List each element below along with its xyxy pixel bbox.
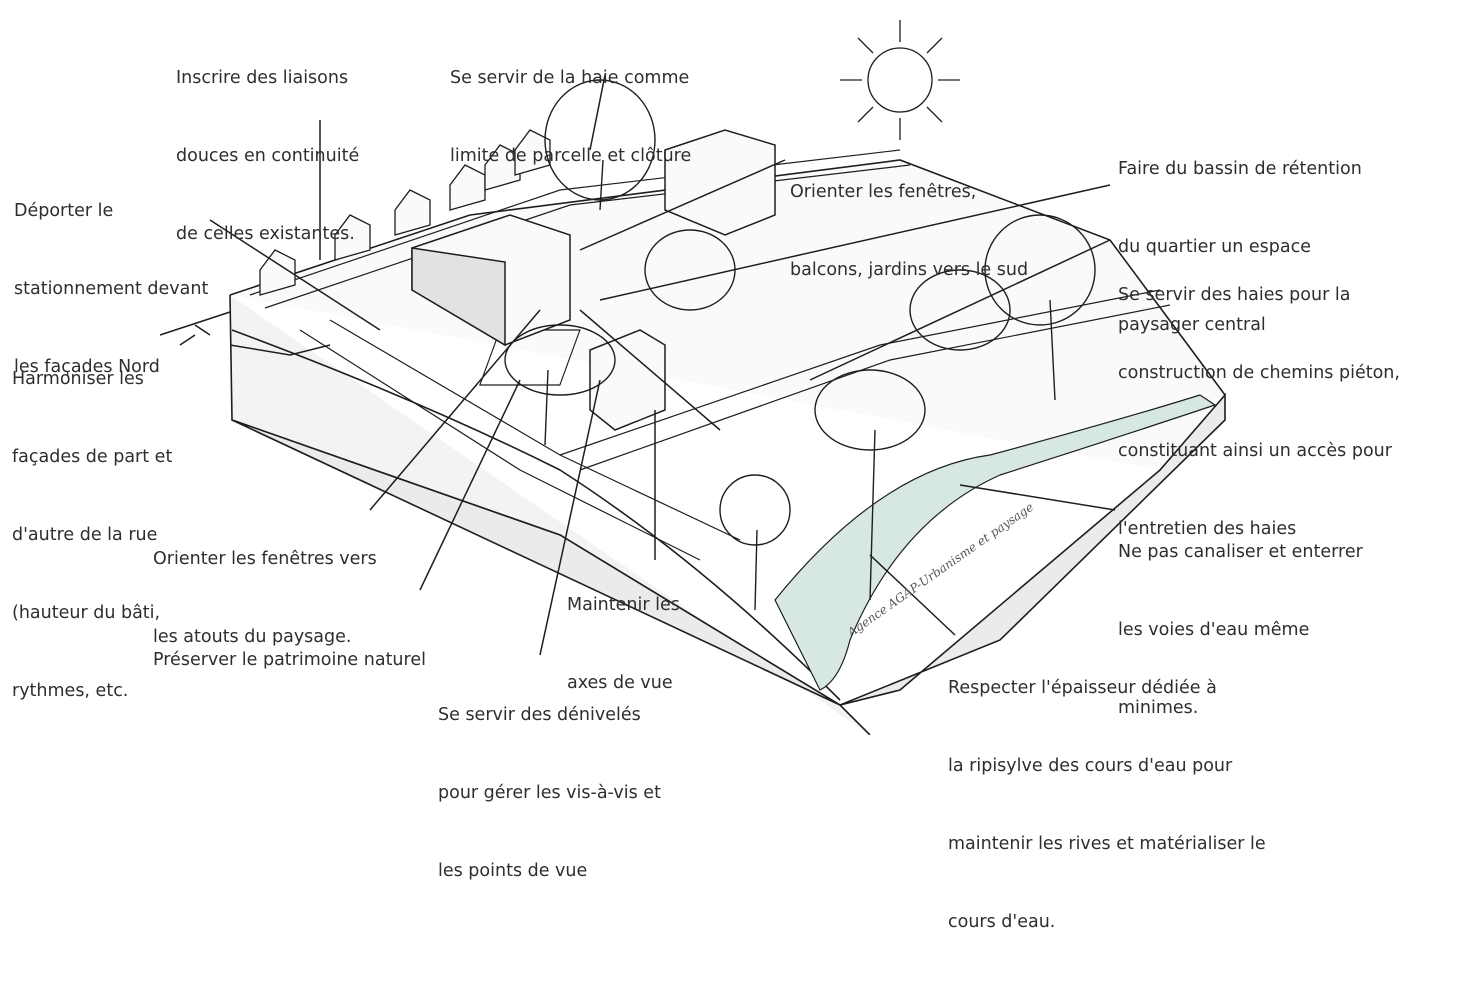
annotation-line: minimes.	[1118, 698, 1199, 718]
river	[774, 394, 1217, 691]
annotation-bassin: Faire du bassin de rétention du quartier…	[1118, 104, 1362, 390]
annotation-line: Ne pas canaliser et enterrer	[1118, 542, 1363, 562]
landscape-illustration	[159, 20, 1226, 735]
annotation-line: la ripisylve des cours d'eau pour	[948, 756, 1233, 776]
annotation-line: Maintenir les	[567, 595, 680, 615]
annotation-line: rythmes, etc.	[12, 681, 129, 701]
annotation-line: Harmoniser les	[12, 369, 144, 389]
annotation-line: limite de parcelle et clôture	[450, 146, 692, 166]
annotation-liaisons: Inscrire des liaisons douces en continui…	[176, 13, 359, 299]
roads	[249, 149, 1171, 561]
annotation-fenetres-atouts: Orienter les fenêtres vers les atouts du…	[153, 494, 377, 702]
annotation-line: Respecter l'épaisseur dédiée à	[948, 678, 1217, 698]
annotation-line: les atouts du paysage.	[153, 627, 352, 647]
annotation-line: axes de vue	[567, 673, 673, 693]
annotation-line: Se servir des dénivelés	[438, 705, 641, 725]
annotation-axes-vue: Maintenir les axes de vue	[567, 540, 680, 748]
annotation-line: du quartier un espace	[1118, 237, 1311, 257]
annotation-ripisylve: Respecter l'épaisseur dédiée à la ripisy…	[948, 623, 1266, 987]
annotation-line: Orienter les fenêtres vers	[153, 549, 377, 569]
sun	[840, 20, 960, 140]
annotation-haie-limite: Se servir de la haie comme limite de par…	[450, 13, 691, 221]
annotation-line: pour gérer les vis-à-vis et	[438, 783, 661, 803]
annotation-line: de celles existantes.	[176, 224, 355, 244]
annotation-line: d'autre de la rue	[12, 525, 158, 545]
annotation-line: façades de part et	[12, 447, 173, 467]
annotation-line: l'entretien des haies	[1118, 519, 1297, 539]
trees	[504, 79, 1096, 611]
buildings	[411, 129, 776, 431]
annotation-facades: Harmoniser les façades de part et d'autr…	[12, 314, 172, 756]
annotation-fenetres-sud: Orienter les fenêtres, balcons, jardins …	[790, 127, 1028, 335]
annotation-line: Se servir de la haie comme	[450, 68, 690, 88]
annotation-stationnement: Déporter le stationnement devant les faç…	[14, 146, 208, 432]
annotation-line: les façades Nord	[14, 357, 160, 377]
houses-row	[259, 129, 551, 296]
annotation-line: les points de vue	[438, 861, 588, 881]
annotation-line: Orienter les fenêtres,	[790, 182, 977, 202]
annotation-line: Inscrire des liaisons	[176, 68, 349, 88]
annotation-line: maintenir les rives et matérialiser le	[948, 834, 1266, 854]
annotation-line: douces en continuité	[176, 146, 360, 166]
annotation-patrimoine: Préserver le patrimoine naturel	[153, 595, 426, 725]
annotation-line: Se servir des haies pour la	[1118, 285, 1351, 305]
annotation-haies-chemins: Se servir des haies pour la construction…	[1118, 230, 1400, 594]
diagram-canvas: Inscrire des liaisons douces en continui…	[12, 13, 1400, 932]
annotation-line: Faire du bassin de rétention	[1118, 159, 1362, 179]
annotation-line: Préserver le patrimoine naturel	[153, 650, 426, 670]
leader-lines	[159, 74, 1116, 656]
annotation-line: Déporter le	[14, 201, 114, 221]
annotation-denivele: Se servir des dénivelés pour gérer les v…	[438, 650, 661, 936]
annotation-line: stationnement devant	[14, 279, 209, 299]
annotation-canaliser: Ne pas canaliser et enterrer les voies d…	[1118, 487, 1363, 773]
annotation-line: les voies d'eau même	[1118, 620, 1310, 640]
annotation-line: balcons, jardins vers le sud	[790, 260, 1029, 280]
annotation-line: cours d'eau.	[948, 912, 1056, 932]
annotation-line: paysager central	[1118, 315, 1266, 335]
annotation-line: (hauteur du bâti,	[12, 603, 161, 623]
annotation-line: constituant ainsi un accès pour	[1118, 441, 1392, 461]
annotation-line: construction de chemins piéton,	[1118, 363, 1400, 383]
